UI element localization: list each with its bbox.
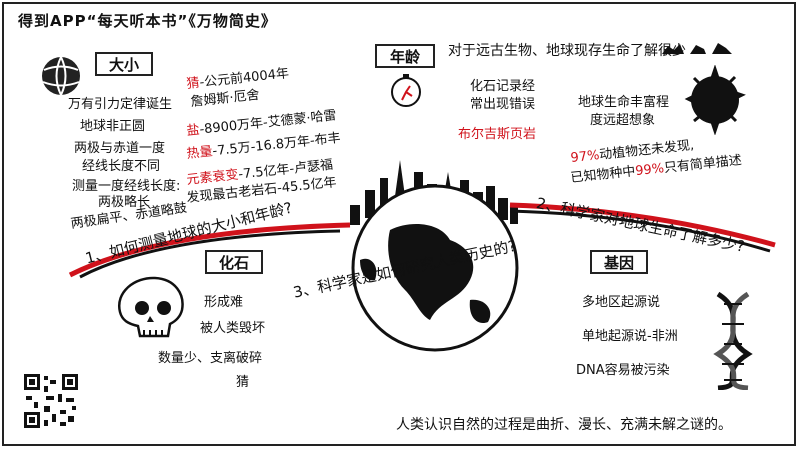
fossil-line-1: 形成难 bbox=[204, 295, 244, 310]
bottom-conclusion: 人类认识自然的过程是曲折、漫长、充满未解之谜的。 bbox=[396, 417, 732, 433]
dinosaur-icons bbox=[662, 43, 732, 54]
size-line-2: 地球非正圆 bbox=[80, 119, 146, 134]
question-2-arrow bbox=[509, 202, 776, 253]
earth-ball-icon bbox=[42, 56, 80, 96]
age-box: 年龄 bbox=[375, 44, 435, 68]
fossil-line-2: 被人类毁坏 bbox=[200, 321, 266, 336]
fossil-note-2: 常出现错误 bbox=[470, 97, 536, 112]
size-box: 大小 bbox=[95, 52, 153, 76]
size-line-5: 测量一度经线长度: bbox=[72, 179, 181, 194]
gene-box: 基因 bbox=[590, 250, 648, 274]
skull-icon bbox=[117, 276, 184, 338]
qr-code[interactable] bbox=[22, 372, 80, 430]
gene-line-1: 多地区起源说 bbox=[582, 295, 661, 310]
age-top-text: 对于远古生物、地球现存生命了解很少 bbox=[448, 43, 686, 59]
dna-helix-icon bbox=[713, 291, 753, 390]
size-line-1: 万有引力定律诞生 bbox=[68, 97, 173, 112]
size-line-4: 经线长度不同 bbox=[82, 159, 161, 174]
fossil-line-4: 猜 bbox=[236, 375, 250, 390]
life-sphere-icon bbox=[684, 65, 746, 135]
fossil-note-1: 化石记录经 bbox=[470, 79, 536, 94]
fossil-line-3: 数量少、支离破碎 bbox=[158, 351, 263, 366]
page-title: 得到APP“每天听本书”《万物简史》 bbox=[18, 12, 277, 30]
burgess-shale: 布尔吉斯页岩 bbox=[458, 127, 537, 142]
gene-line-2: 单地起源说-非洲 bbox=[582, 329, 678, 344]
rich-life-1: 地球生命丰富程 bbox=[578, 95, 670, 110]
size-line-3: 两极与赤道一度 bbox=[74, 141, 166, 156]
central-globe bbox=[350, 160, 519, 352]
gene-line-3: DNA容易被污染 bbox=[576, 363, 670, 378]
rich-life-2: 度远超想象 bbox=[590, 113, 656, 128]
fossil-box: 化石 bbox=[205, 250, 263, 274]
page-frame bbox=[2, 2, 796, 446]
question-1-arrow bbox=[68, 222, 351, 279]
stopwatch-runner-icon bbox=[391, 74, 421, 107]
size-line-6: 两极略长 bbox=[98, 195, 151, 210]
